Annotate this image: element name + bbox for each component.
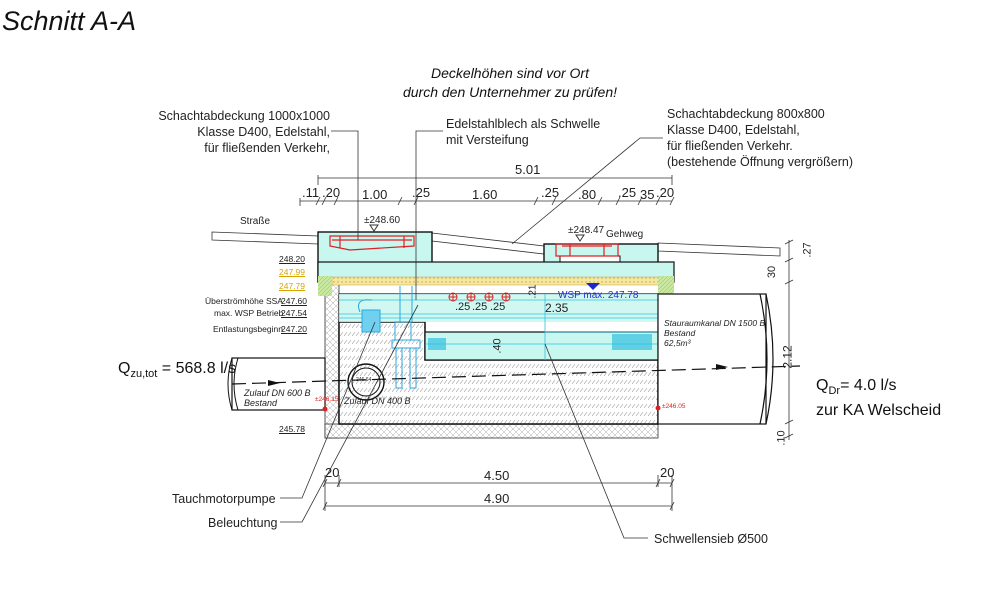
callout-lighting: Beleuchtung: [208, 516, 278, 530]
dim-right: .10: [775, 430, 788, 446]
callout-screen: Schwellensieb Ø500: [654, 532, 768, 546]
inlet-600-label: Zulauf DN 600 B Bestand: [244, 388, 311, 408]
note-line-1: Deckelhöhen sind vor Ort: [431, 65, 589, 81]
storage-line: 62,5m³: [664, 338, 691, 348]
callout-line: für fließenden Verkehr,: [204, 141, 330, 155]
top-dimension-lines: [299, 175, 675, 206]
dim-seg: .80: [578, 187, 597, 202]
leader-lines: [280, 130, 663, 539]
flow-symbol: Q: [118, 360, 131, 377]
callout-line: mit Versteifung: [446, 133, 529, 147]
storage-line: Bestand: [664, 328, 696, 338]
flow-destination: zur KA Welscheid: [816, 402, 942, 420]
flow-axis: [231, 365, 801, 385]
storage-line: Stauraumkanal DN 1500 B: [664, 318, 766, 328]
fill-green-layer: [318, 276, 332, 296]
dim-wall-left: 20: [325, 465, 340, 480]
bottom-dimension-lines: [322, 475, 675, 511]
level-245-78: 245.78: [279, 424, 305, 434]
dim-outer: 4.90: [484, 491, 510, 506]
level-label-relief: Entlastungsbeginn: [213, 324, 283, 334]
dim-seg: 35: [640, 187, 655, 202]
dim-seg: .20: [322, 185, 341, 200]
flow-subscript: zu,tot: [130, 368, 158, 381]
level-markers: [369, 224, 585, 242]
screen-dots: [428, 334, 652, 350]
drawing-title: Schnitt A-A: [2, 6, 137, 36]
dim-inner: 4.50: [484, 468, 510, 483]
dim-seg: .20: [656, 185, 675, 200]
dim-right: 30: [766, 265, 779, 279]
callout-line: Schachtabdeckung 1000x1000: [158, 109, 330, 123]
label-sidewalk: Gehweg: [606, 229, 644, 240]
level-247-79: 247.79: [279, 281, 305, 291]
dim-seg: .25: [541, 185, 560, 200]
dim-seg: 1.00: [362, 187, 388, 202]
dim-seg: .25: [412, 185, 431, 200]
dim-internal: .40: [491, 338, 504, 354]
throttle-flow-label: QDr= 4.0 l/s zur KA Welscheid: [816, 376, 941, 421]
dim-seg: .11: [302, 185, 320, 200]
inlet-line: Zulauf DN 600 B: [244, 388, 311, 398]
inlet-400-label: Zulauf DN 400 B: [344, 396, 411, 406]
callout-sill-plate: Edelstahlblech als Schwelle mit Versteif…: [446, 116, 600, 148]
flow-symbol: Q: [816, 377, 829, 394]
dim-seg: 1.60: [472, 187, 498, 202]
callout-line: für fließenden Verkehr.: [667, 139, 793, 153]
level-label-max-wsp: max. WSP Betrieb: [214, 308, 284, 318]
callout-cover-left: Schachtabdeckung 1000x1000 Klasse D400, …: [150, 108, 330, 156]
level-247-99: 247.99: [279, 267, 305, 277]
shaft-base: [324, 423, 659, 439]
callout-line: Klasse D400, Edelstahl,: [667, 123, 800, 137]
flow-value: = 568.8 l/s: [157, 360, 237, 377]
cover-left: [329, 235, 415, 251]
cover-height-note: Deckelhöhen sind vor Ort durch den Unter…: [380, 64, 640, 102]
flow-subscript: Dr: [828, 385, 841, 398]
road-surface: [211, 231, 781, 257]
dim-seg: .25: [618, 185, 637, 200]
level-247-60: 247.60: [281, 296, 307, 306]
cover-level-left: ±248.60: [364, 215, 401, 226]
valve-markers: [448, 292, 511, 302]
dim-total: 5.01: [515, 162, 541, 177]
pipe-outlet: [657, 293, 767, 425]
level-247-54: 247.54: [281, 308, 307, 318]
dim-internal: .25: [490, 301, 506, 313]
storage-sewer-label: Stauraumkanal DN 1500 B Bestand 62,5m³: [664, 318, 765, 348]
callout-pump: Tauchmotorpumpe: [172, 492, 276, 506]
flow-value: = 4.0 l/s: [840, 377, 897, 394]
fill-yellow-layer: [331, 276, 673, 286]
dim-internal: 2.35: [545, 301, 569, 315]
water-level-max: WSP max. 247.78: [558, 290, 639, 301]
inlet-line: Bestand: [244, 398, 278, 408]
dim-right: 2.12: [780, 345, 795, 369]
callout-line: Edelstahlblech als Schwelle: [446, 117, 601, 131]
note-line-2: durch den Unternehmer zu prüfen!: [402, 84, 617, 100]
right-dimension-line: [784, 239, 794, 440]
dim-wall-right: 20: [660, 465, 675, 480]
callout-line: Schachtabdeckung 800x800: [667, 107, 825, 121]
cover-right: [555, 243, 619, 257]
cover-level-right: ±248.47: [568, 225, 605, 236]
label-street: Straße: [240, 216, 271, 227]
water-upper: [339, 294, 658, 322]
pipe-inlet-400: [347, 363, 385, 401]
outlet-invert: ±246.05: [662, 403, 686, 410]
wsp-marker: [586, 283, 600, 290]
inflow-label: Qzu,tot = 568.8 l/s: [118, 360, 236, 380]
level-248-20: 248.20: [279, 254, 305, 264]
inlet-400-level: 246.64: [356, 377, 372, 383]
dim-internal: .21: [527, 284, 539, 299]
dim-internal: .25: [455, 301, 471, 313]
inlet-invert: ±246.15: [315, 396, 339, 403]
dim-internal: .25: [472, 301, 488, 313]
level-247-20: 247.20: [281, 324, 307, 334]
callout-cover-right: Schachtabdeckung 800x800 Klasse D400, Ed…: [667, 106, 853, 170]
callout-line: (bestehende Öffnung vergrößern): [667, 155, 853, 169]
dim-right: .27: [801, 242, 814, 258]
pipe-inlet-600: [231, 357, 326, 411]
callout-line: Klasse D400, Edelstahl,: [197, 125, 330, 139]
level-label-overflow: Überströmhöhe SSA: [205, 296, 283, 306]
